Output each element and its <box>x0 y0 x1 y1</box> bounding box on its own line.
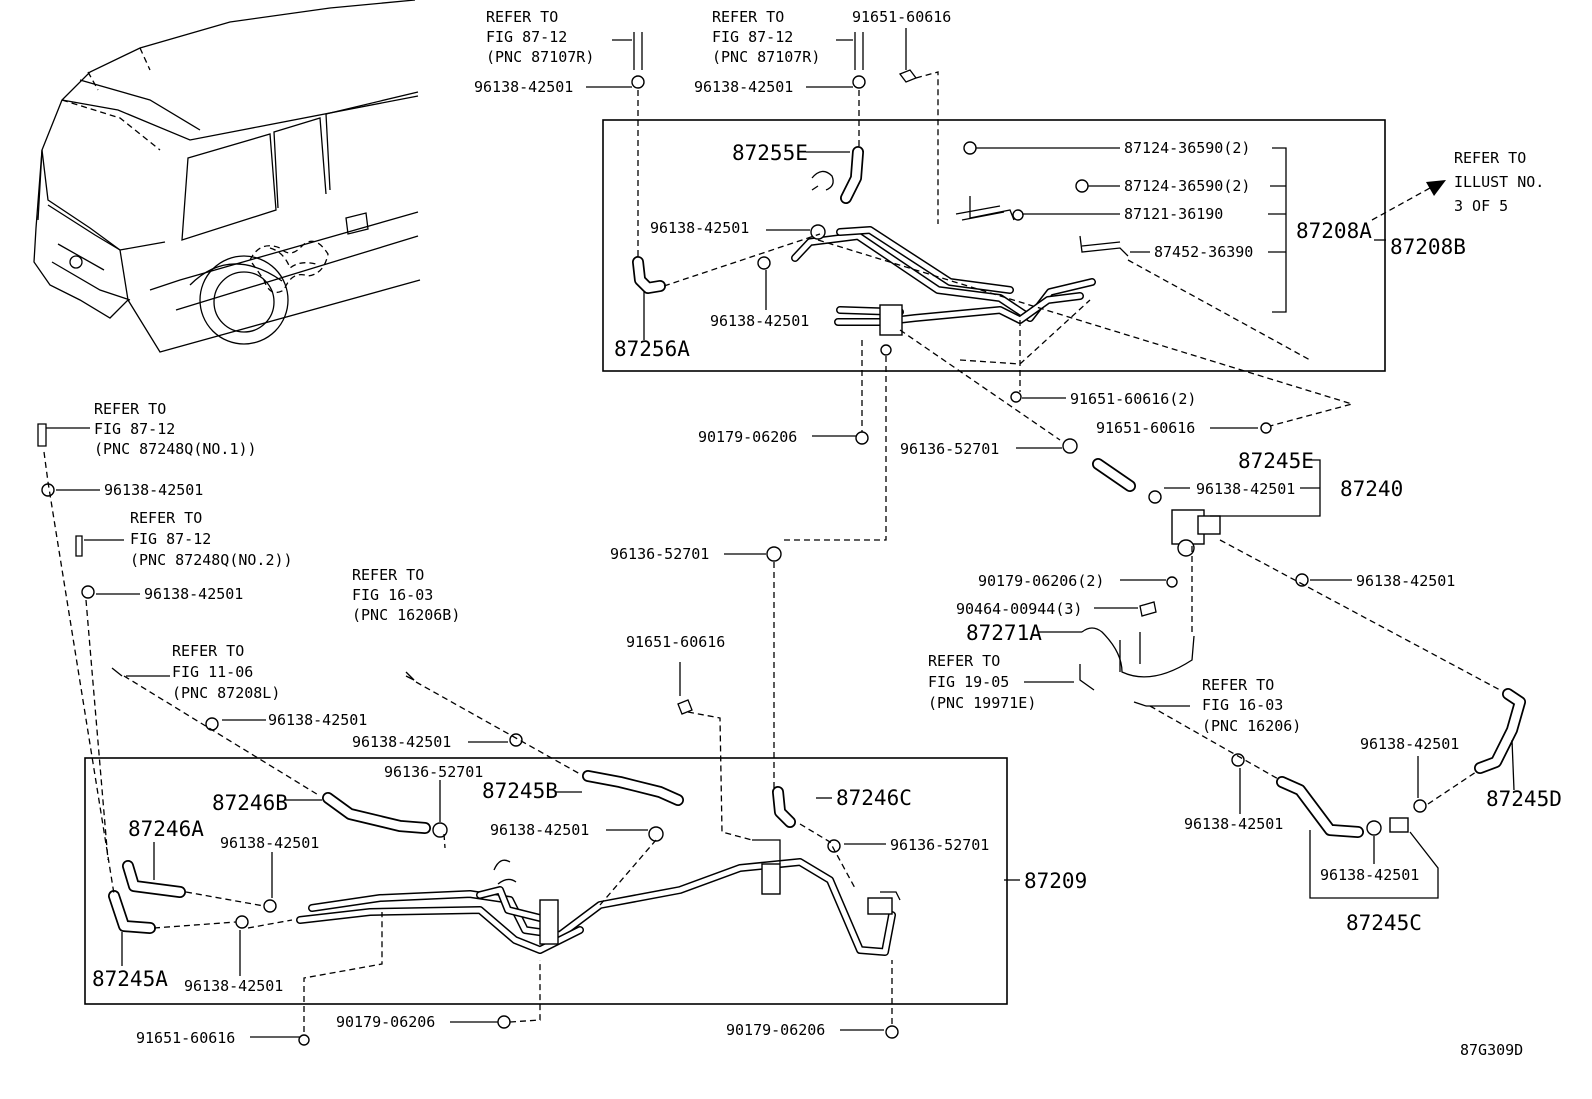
part-label: 96138-42501 <box>352 733 451 751</box>
part-label: 87245D <box>1486 787 1562 811</box>
part-label: 87209 <box>1024 869 1087 893</box>
part-label: 91651-60616 <box>136 1029 235 1047</box>
part-label: 96138-42501 <box>1320 866 1419 884</box>
part-label: 96138-42501 <box>268 711 367 729</box>
part-label: 96138-42501 <box>220 834 319 852</box>
part-label: 96136-52701 <box>890 836 989 854</box>
part-label: 96138-42501 <box>1196 480 1295 498</box>
part-label: 87245A <box>92 967 168 991</box>
reference-labels: REFER TO FIG 87-12 (PNC 87107R) REFER TO… <box>94 8 1544 735</box>
ref-fig19-05-line2: FIG 19-05 <box>928 673 1009 691</box>
group-box-87209 <box>84 757 1008 1005</box>
part-number-labels: 96138-42501 96138-42501 91651-60616 8725… <box>92 8 1562 1047</box>
part-label: 91651-60616 <box>852 8 951 26</box>
ref-fig87-12-b-line3: (PNC 87107R) <box>712 48 820 66</box>
part-label: 87256A <box>614 337 690 361</box>
ref-fig87-12-b-line1: REFER TO <box>712 8 784 26</box>
part-label: 87271A <box>966 621 1042 645</box>
ref-fig87-12-d-line1: REFER TO <box>130 509 202 527</box>
part-label: 90179-06206 <box>698 428 797 446</box>
ref-fig87-12-c-line3: (PNC 87248Q(NO.1)) <box>94 440 257 458</box>
part-label: 87245B <box>482 779 558 803</box>
part-label: 91651-60616 <box>1096 419 1195 437</box>
part-label: 87255E <box>732 141 808 165</box>
part-label: 87452-36390 <box>1154 243 1253 261</box>
ref-illust-line3: 3 OF 5 <box>1454 197 1508 215</box>
part-label: 96138-42501 <box>650 219 749 237</box>
part-label: 87246B <box>212 791 288 815</box>
part-label: 90179-06206(2) <box>978 572 1104 590</box>
part-label: 96138-42501 <box>104 481 203 499</box>
part-label: 96136-52701 <box>900 440 999 458</box>
part-label: 96138-42501 <box>184 977 283 995</box>
ref-fig87-12-c-line2: FIG 87-12 <box>94 420 175 438</box>
part-label: 87240 <box>1340 477 1403 501</box>
lower-pipe-assembly <box>37 391 1272 1046</box>
group-box-87208B <box>602 119 1386 372</box>
ref-fig87-12-d-line2: FIG 87-12 <box>130 530 211 548</box>
part-label: 90464-00944(3) <box>956 600 1082 618</box>
part-label: 90179-06206 <box>336 1013 435 1031</box>
ref-fig16-03-a-line2: FIG 16-03 <box>352 586 433 604</box>
valve-87240 <box>1062 438 1309 691</box>
ref-fig11-06-line2: FIG 11-06 <box>172 663 253 681</box>
upper-pipe-assembly <box>632 141 1129 356</box>
part-label: 87124-36590(2) <box>1124 177 1250 195</box>
ref-fig87-12-c-line1: REFER TO <box>94 400 166 418</box>
part-label: 96138-42501 <box>1360 735 1459 753</box>
part-label: 96136-52701 <box>610 545 709 563</box>
part-label: 87208A <box>1296 219 1372 243</box>
part-label: 87246C <box>836 786 912 810</box>
part-label: 96138-42501 <box>144 585 243 603</box>
leader-lines <box>46 28 1515 1038</box>
ref-fig11-06-line1: REFER TO <box>172 642 244 660</box>
ref-fig11-06-line3: (PNC 87208L) <box>172 684 280 702</box>
part-label: 96138-42501 <box>490 821 589 839</box>
ref-fig87-12-a-line3: (PNC 87107R) <box>486 48 594 66</box>
part-label: 87124-36590(2) <box>1124 139 1250 157</box>
ref-fig16-03-a-line3: (PNC 16206B) <box>352 606 460 624</box>
ref-fig16-03-b-line2: FIG 16-03 <box>1202 696 1283 714</box>
part-label: 90179-06206 <box>726 1021 825 1039</box>
part-label: 91651-60616(2) <box>1070 390 1196 408</box>
ref-illust-line1: REFER TO <box>1454 149 1526 167</box>
part-label: 96138-42501 <box>694 78 793 96</box>
part-label: 96138-42501 <box>1356 572 1455 590</box>
part-label: 87245E <box>1238 449 1314 473</box>
ref-fig87-12-a-line1: REFER TO <box>486 8 558 26</box>
part-label: 96136-52701 <box>384 763 483 781</box>
part-label: 96138-42501 <box>474 78 573 96</box>
ref-fig16-03-b-line3: (PNC 16206) <box>1202 717 1301 735</box>
part-label: 96138-42501 <box>1184 815 1283 833</box>
ref-fig19-05-line3: (PNC 19971E) <box>928 694 1036 712</box>
part-label: 87246A <box>128 817 204 841</box>
ref-illust-line2: ILLUST NO. <box>1454 173 1544 191</box>
vehicle-illustration <box>33 0 421 353</box>
ref-fig16-03-b-line1: REFER TO <box>1202 676 1274 694</box>
arrow-to-illust <box>1371 180 1446 221</box>
part-label: 87245C <box>1346 911 1422 935</box>
part-label: 91651-60616 <box>626 633 725 651</box>
ref-fig87-12-b-line2: FIG 87-12 <box>712 28 793 46</box>
part-label: 87208B <box>1390 235 1466 259</box>
part-label: 87121-36190 <box>1124 205 1223 223</box>
ref-fig16-03-a-line1: REFER TO <box>352 566 424 584</box>
ref-fig87-12-d-line3: (PNC 87248Q(NO.2)) <box>130 551 293 569</box>
top-connectors <box>631 32 939 256</box>
diagram-code: 87G309D <box>1460 1041 1523 1059</box>
right-lower-hoses <box>1133 688 1526 838</box>
part-label: 96138-42501 <box>710 312 809 330</box>
ref-fig19-05-line1: REFER TO <box>928 652 1000 670</box>
ref-fig87-12-a-line2: FIG 87-12 <box>486 28 567 46</box>
dashed-connection-lines <box>43 233 1501 1032</box>
